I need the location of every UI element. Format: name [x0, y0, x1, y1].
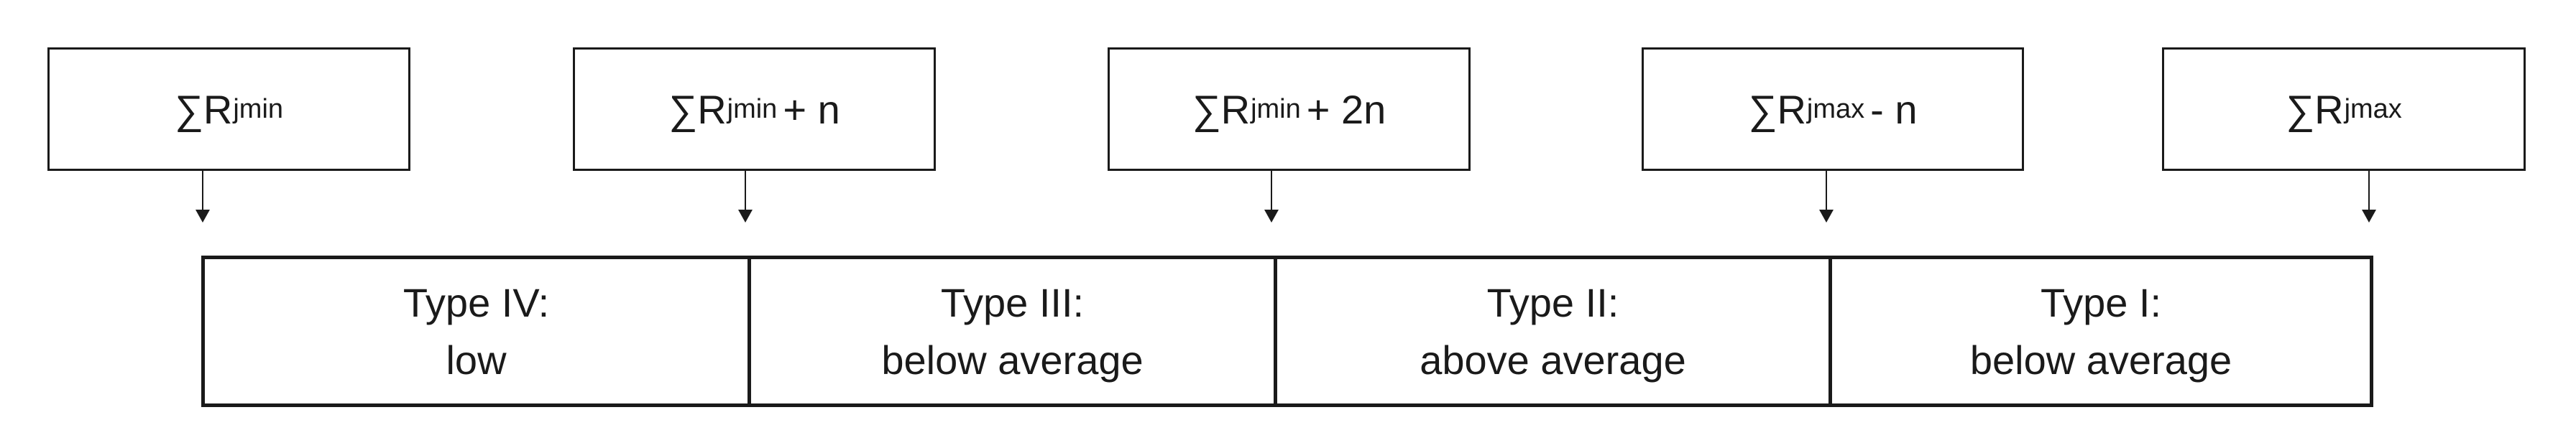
type-label: Type III: [940, 279, 1085, 325]
threshold-suffix: - n [1870, 86, 1918, 132]
threshold-symbol: ∑R [1192, 86, 1251, 132]
type-label: Type II: [1486, 279, 1619, 325]
threshold-subscript: jmin [727, 93, 778, 124]
down-arrow-5 [2362, 171, 2376, 223]
type-cell-i: Type I: below average [1828, 259, 2370, 403]
type-label: Type IV: [402, 279, 550, 325]
classification-band: Type IV: low Type III: below average Typ… [201, 256, 2373, 407]
threshold-symbol: ∑R [1748, 86, 1806, 132]
type-cell-iii: Type III: below average [748, 259, 1274, 403]
down-arrow-4 [1819, 171, 1834, 223]
type-description: below average [1969, 337, 2232, 383]
type-cell-iv: Type IV: low [205, 259, 748, 403]
type-description: low [446, 337, 507, 383]
threshold-symbol: ∑R [668, 86, 727, 132]
type-cell-ii: Type II: above average [1274, 259, 1828, 403]
down-arrow-2 [738, 171, 753, 223]
threshold-subscript: jmin [233, 93, 284, 124]
threshold-subscript: jmax [2344, 93, 2402, 124]
type-label: Type I: [2040, 279, 2162, 325]
threshold-symbol: ∑R [174, 86, 233, 132]
type-description: below average [881, 337, 1144, 383]
threshold-symbol: ∑R [2286, 86, 2344, 132]
down-arrow-1 [196, 171, 210, 223]
down-arrow-3 [1264, 171, 1279, 223]
threshold-suffix: + n [783, 86, 840, 132]
threshold-suffix: + 2n [1306, 86, 1386, 132]
threshold-subscript: jmax [1806, 93, 1865, 124]
type-description: above average [1420, 337, 1686, 383]
threshold-subscript: jmin [1251, 93, 1301, 124]
